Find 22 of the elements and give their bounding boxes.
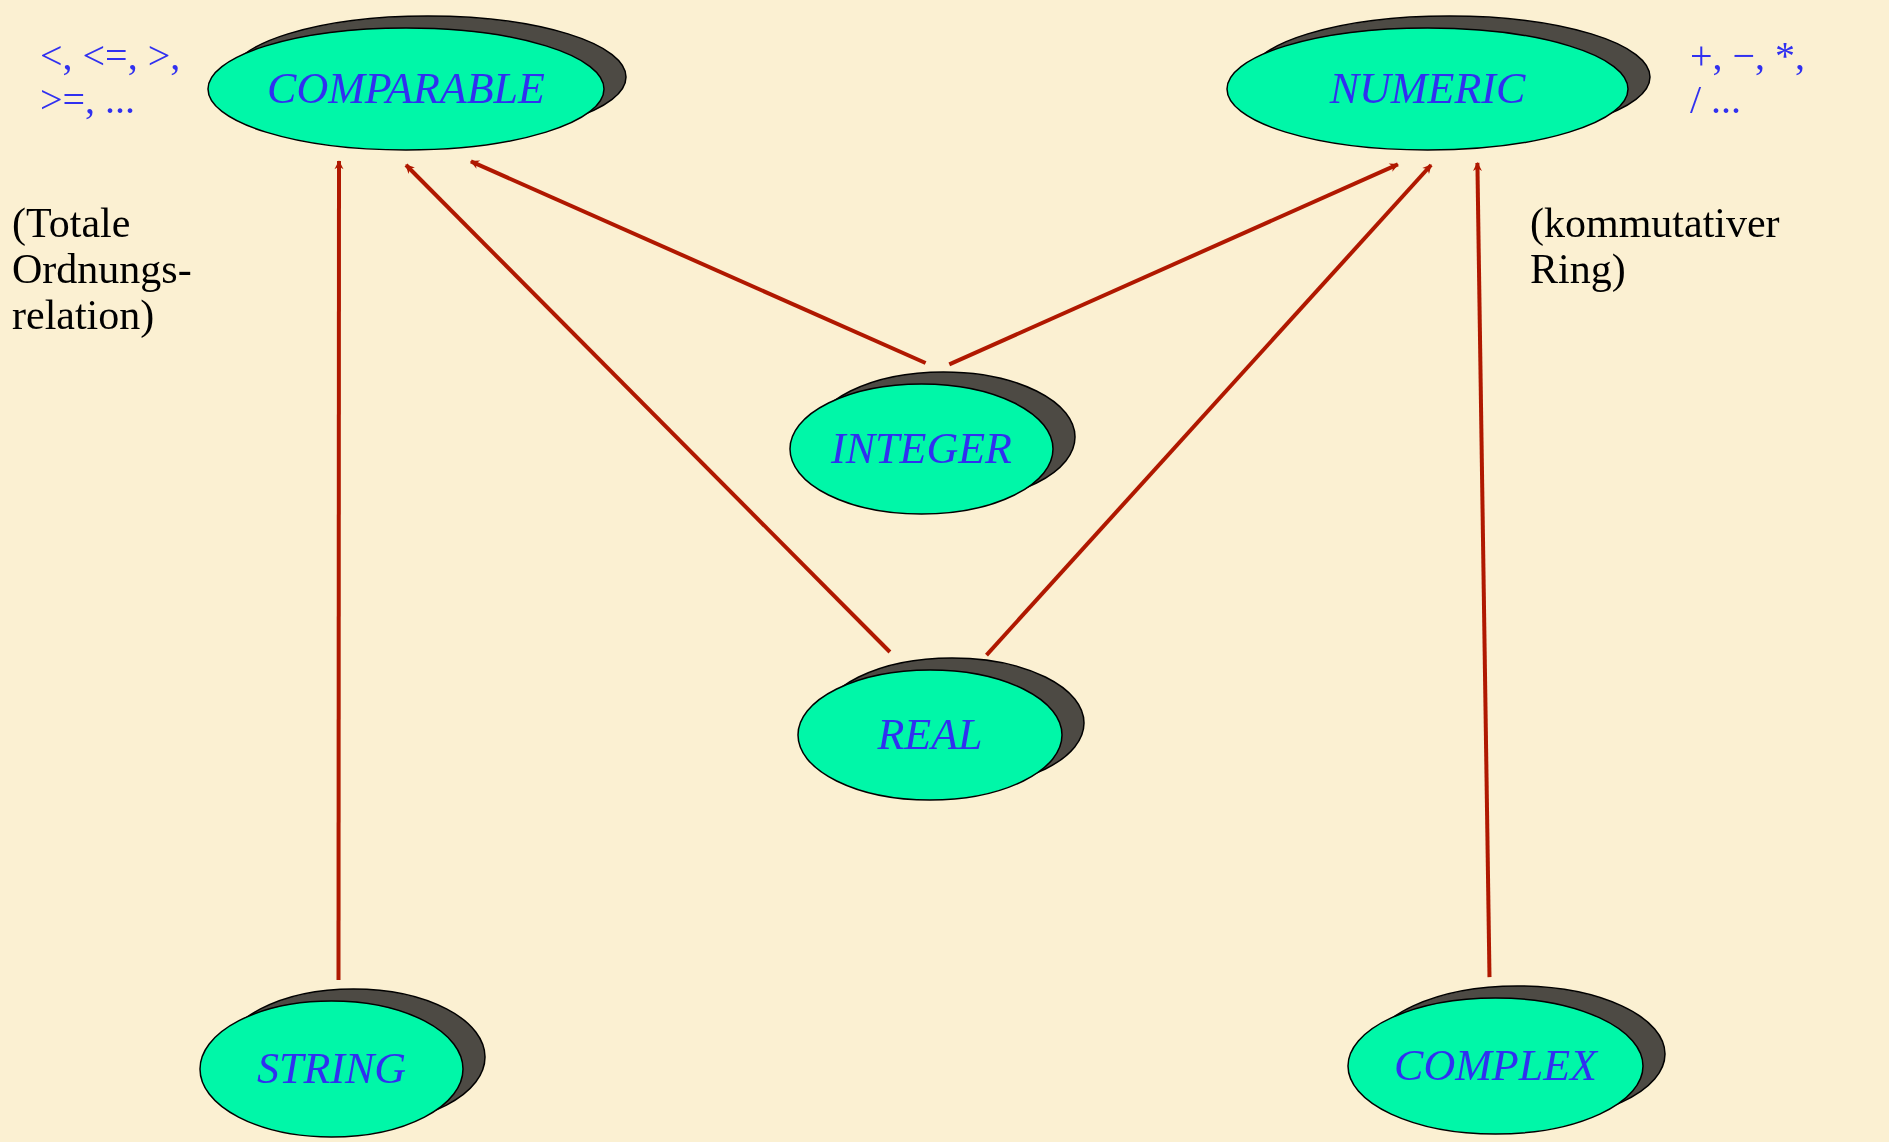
node-label: STRING xyxy=(255,1047,408,1091)
node-label: NUMERIC xyxy=(1328,67,1527,111)
ellipse-node xyxy=(1226,15,1651,151)
arrow xyxy=(404,163,892,654)
node-label: COMPARABLE xyxy=(266,67,546,111)
ellipse-node xyxy=(789,371,1076,515)
ellipse-node xyxy=(199,988,486,1138)
node-label: REAL xyxy=(876,713,984,757)
node-label: COMPLEX xyxy=(1393,1044,1600,1088)
arrow xyxy=(334,160,344,981)
ellipse-node xyxy=(207,15,627,151)
operator-note: <, <=, >, >=, ... xyxy=(40,34,182,122)
ellipse-node xyxy=(797,657,1085,801)
arrow xyxy=(1473,162,1492,978)
arrow xyxy=(985,163,1433,657)
arrow xyxy=(470,159,927,365)
arrow xyxy=(948,162,1399,367)
annotation-text: (kommutativer Ring) xyxy=(1530,200,1781,293)
annotation-text: (Totale Ordnungs-relation) xyxy=(12,200,193,339)
operator-note: +, −, *, / ... xyxy=(1690,34,1807,122)
ellipse-node xyxy=(1347,985,1666,1135)
node-label: INTEGER xyxy=(830,427,1013,471)
